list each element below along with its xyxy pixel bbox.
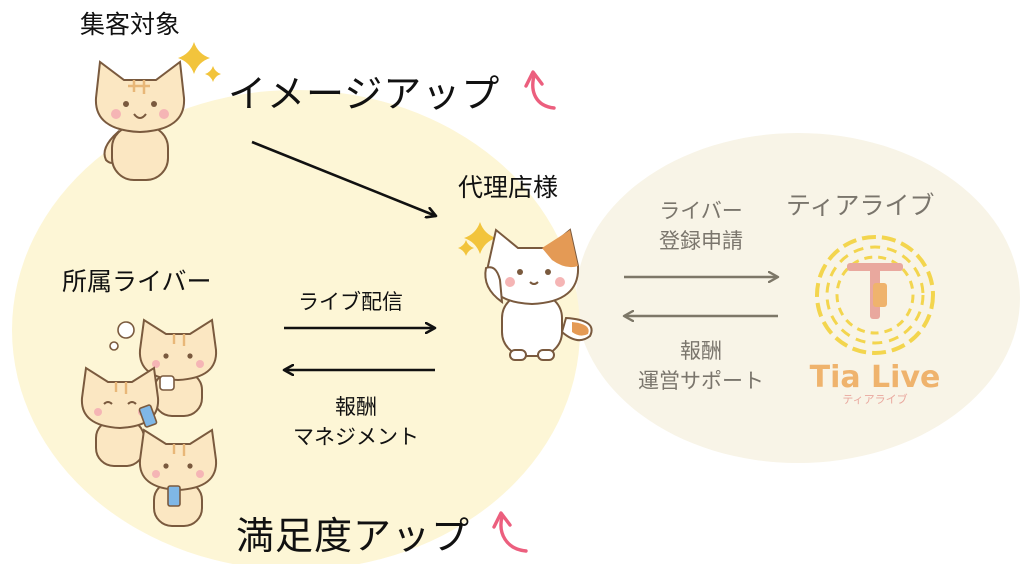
pink-up-arrow-icon <box>492 511 528 553</box>
livers-label: 所属ライバー <box>62 267 212 296</box>
agency-label: 代理店様 <box>458 173 559 202</box>
satisfaction-up-label: 満足度アップ <box>236 514 471 558</box>
reward-management-line-2: マネジメント <box>293 425 419 450</box>
pink-up-arrow-icon <box>524 70 556 110</box>
liver-register-label: ライバー 登録申請 <box>624 196 778 257</box>
partner-area-background <box>576 133 1020 463</box>
customer-label: 集客対象 <box>80 10 181 39</box>
reward-support-line-2: 運営サポート <box>638 369 764 394</box>
reward-management-line-1: 報酬 <box>335 395 377 419</box>
liver-register-line-2: 登録申請 <box>659 229 743 254</box>
tia-live-logo: Tia Live ティアライブ <box>810 235 941 406</box>
liver-register-line-1: ライバー <box>659 199 743 223</box>
customer-to-agency-arrow <box>251 140 436 216</box>
image-up-label: イメージアップ <box>228 72 501 116</box>
customer-cat-illustration <box>94 60 186 181</box>
liver-cats-illustration <box>80 318 218 527</box>
tia-live-logo-text: Tia Live <box>810 360 941 395</box>
sparkle-icon <box>458 222 496 256</box>
agency-cat-illustration <box>484 228 593 361</box>
tialive-label: ティアライブ <box>786 191 935 220</box>
sparkle-icon <box>178 42 221 82</box>
reward-support-label: 報酬 運営サポート <box>614 336 788 397</box>
tia-live-logo-subtext: ティアライブ <box>842 392 907 406</box>
reward-support-line-1: 報酬 <box>680 339 722 363</box>
live-stream-label: ライブ配信 <box>298 290 403 314</box>
reward-management-label: 報酬 マネジメント <box>276 392 436 453</box>
